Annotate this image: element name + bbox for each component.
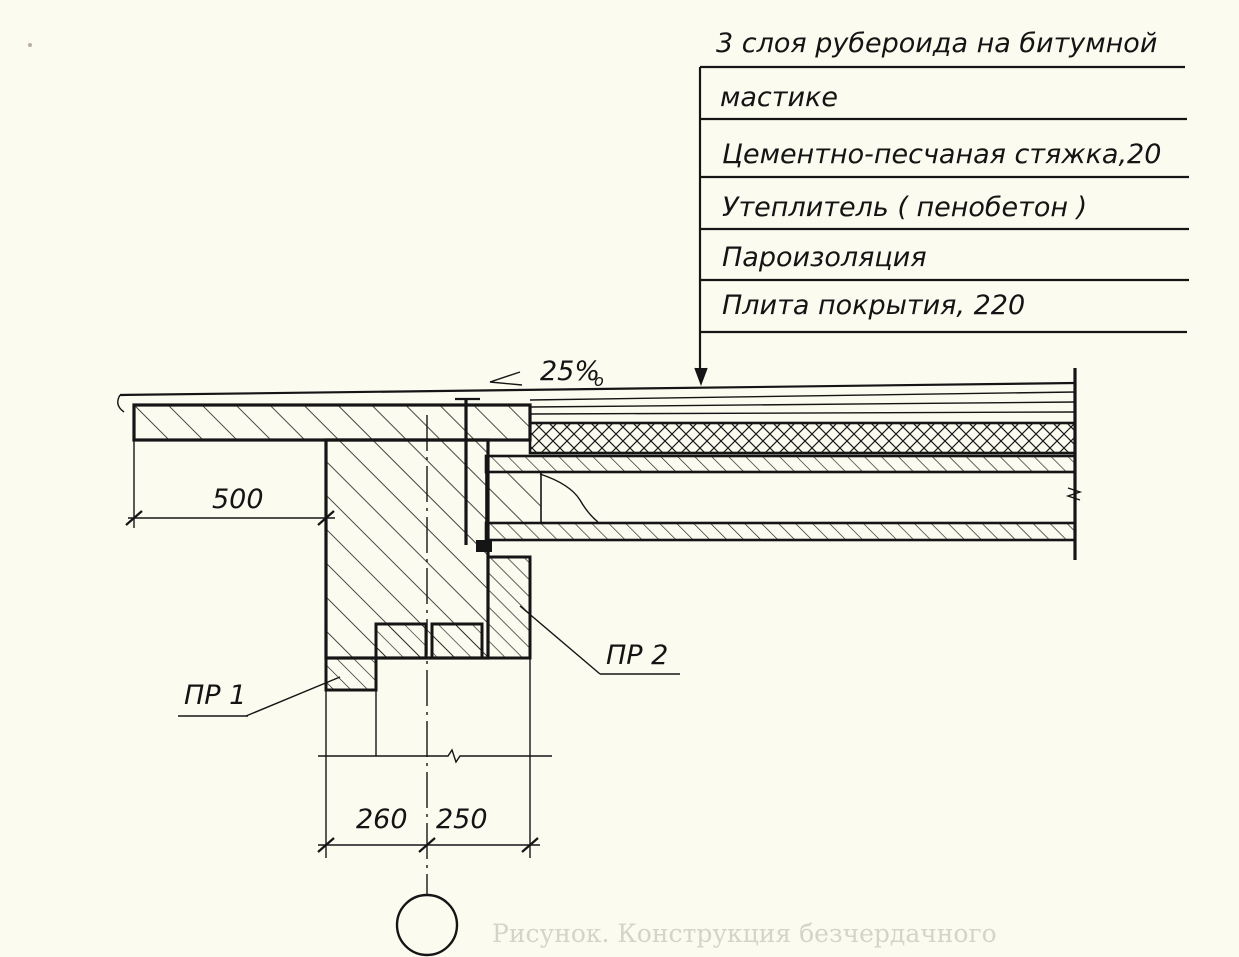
eave-slab bbox=[132, 403, 532, 442]
slab-end-hatch bbox=[485, 471, 542, 524]
dimension-overhang-value: 500 bbox=[212, 484, 264, 515]
lintel-block-2 bbox=[430, 622, 484, 660]
slope-indicator: 25% о bbox=[489, 356, 604, 390]
dimension-right-width: 250 bbox=[436, 804, 488, 835]
dimension-left-width: 260 bbox=[356, 804, 408, 835]
layer-label-3: Цементно-песчаная стяжка,20 bbox=[722, 139, 1161, 170]
label-pr1: ПР 1 bbox=[184, 680, 246, 711]
layer-label-2: мастике bbox=[720, 82, 838, 113]
label-pr2-group: ПР 2 bbox=[519, 605, 680, 675]
roof-slab-top-flange bbox=[484, 454, 1077, 474]
dimension-overhang: 500 bbox=[125, 440, 335, 528]
dimension-wall: 260 250 bbox=[317, 658, 552, 858]
layer-label-1: 3 слоя рубероида на битумной bbox=[716, 28, 1157, 59]
paper-speck bbox=[28, 43, 32, 47]
bleed-through-caption: Рисунок. Конструкция безчердачного bbox=[492, 919, 997, 948]
lintel-pr1 bbox=[324, 656, 378, 692]
insulation-layer bbox=[528, 421, 1077, 455]
axis-marker bbox=[395, 893, 459, 957]
label-pr2: ПР 2 bbox=[606, 640, 668, 671]
layer-label-4: Утеплитель ( пенобетон ) bbox=[722, 192, 1087, 223]
slope-value: 25% bbox=[540, 356, 600, 387]
lintel-pr2 bbox=[486, 555, 532, 660]
layer-legend: 3 слоя рубероида на битумной мастике Цем… bbox=[694, 28, 1189, 386]
anchor-bolt bbox=[455, 397, 492, 552]
layer-label-6: Плита покрытия, 220 bbox=[722, 290, 1025, 321]
label-pr1-group: ПР 1 bbox=[178, 676, 341, 717]
layer-label-5: Пароизоляция bbox=[722, 242, 927, 273]
slope-subscript: о bbox=[594, 371, 604, 390]
roof-slab-bottom-flange bbox=[484, 521, 1077, 542]
lintel-block-1 bbox=[374, 622, 428, 660]
slab-void-edge bbox=[539, 473, 599, 523]
